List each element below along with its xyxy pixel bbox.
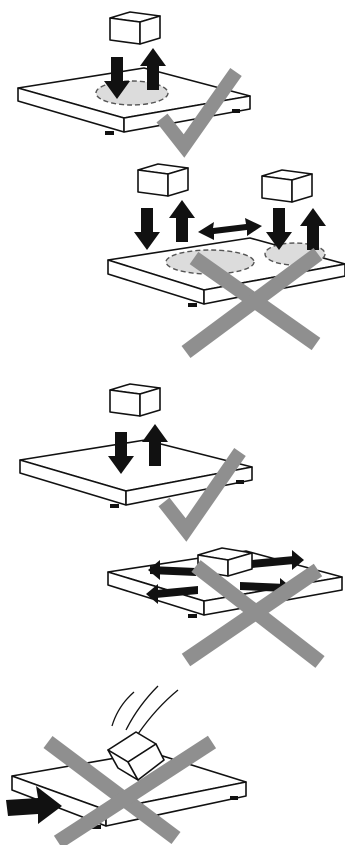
down-arrow	[134, 208, 160, 250]
panel-centered-load	[17, 11, 251, 158]
checkmark-icon	[158, 448, 246, 542]
cross-icon	[181, 560, 325, 668]
up-arrow	[169, 200, 195, 242]
panel-side-forces	[107, 547, 343, 668]
weight-box	[261, 169, 313, 203]
falling-box	[107, 731, 165, 781]
panel-vertical-load	[19, 383, 253, 542]
weight-box	[197, 547, 253, 577]
weight-box	[109, 383, 161, 417]
cross-icon	[181, 247, 323, 359]
impact-arrow	[6, 786, 62, 824]
panel-off-center-loads	[107, 163, 345, 359]
weight-box	[109, 11, 161, 45]
cross-icon	[43, 735, 217, 845]
weight-box	[137, 163, 189, 197]
motion-lines	[111, 685, 179, 735]
side-arrows	[146, 550, 304, 604]
checkmark-icon	[156, 67, 242, 158]
panel-drop-and-impact	[6, 685, 247, 845]
double-arrow	[198, 218, 262, 240]
